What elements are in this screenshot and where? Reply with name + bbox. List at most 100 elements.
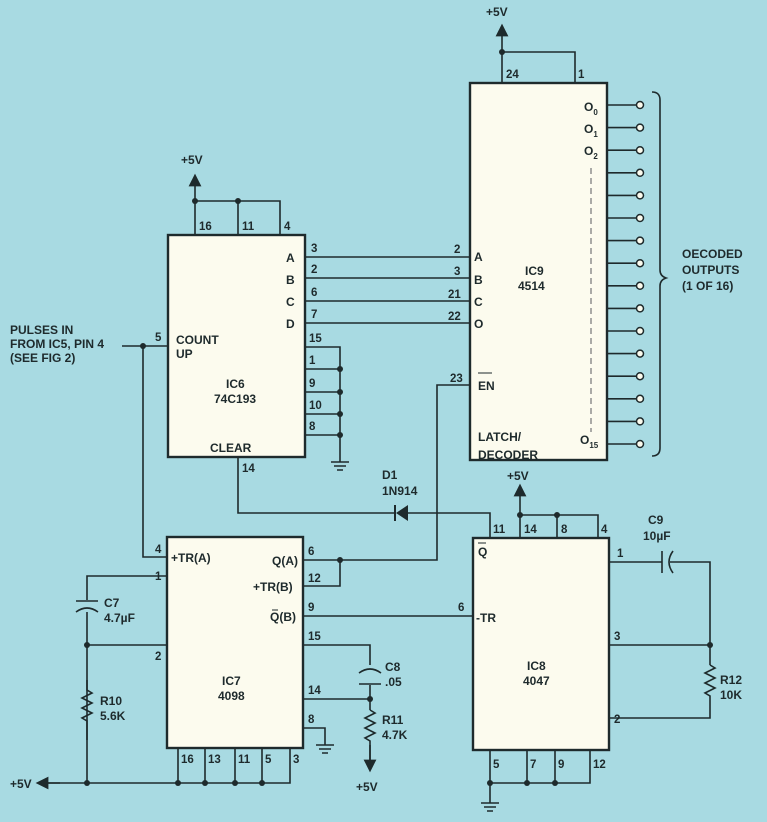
ic7-4098: +TR(A) 4 1 2 C7 4.7µF R10 5.6K Q(A) +TR(… — [10, 535, 473, 794]
capacitor-icon — [75, 600, 99, 613]
pin-label: 15 — [309, 333, 322, 345]
terminal-icon — [635, 100, 645, 110]
count-label: UP — [176, 347, 193, 361]
supply-label: +5V — [181, 153, 203, 167]
supply-label: +5V — [486, 5, 508, 19]
input-label: PULSES IN — [10, 323, 73, 337]
ic7-body — [165, 535, 305, 750]
pin-function: Q(A) — [272, 554, 298, 568]
pin-label: 8 — [561, 524, 568, 536]
pin-label: 13 — [208, 754, 221, 766]
clear-label: CLEAR — [210, 441, 252, 455]
ic8-4047: +5V 11 14 8 4 Q -TR 6 IC8 4047 1 3 2 C9 … — [458, 469, 742, 812]
component-value: 1N914 — [382, 484, 418, 498]
pin-label: 8 — [309, 421, 316, 433]
output-terminal — [607, 439, 645, 449]
c8-capacitor: C8 .05 — [358, 660, 402, 689]
terminal-icon — [635, 213, 645, 223]
output-terminal — [607, 145, 645, 155]
supply-label: +5V — [507, 469, 529, 483]
pin-label: 16 — [181, 754, 194, 766]
ic-function: DECODER — [478, 448, 538, 462]
output-terminal — [607, 417, 645, 426]
output-terminal — [607, 349, 645, 358]
pin-label: 4 — [284, 221, 291, 233]
ic-function: LATCH/ — [478, 430, 522, 444]
pin-label: 6 — [458, 602, 464, 614]
output-terminal — [607, 123, 645, 132]
terminal-icon — [635, 236, 645, 245]
ic9-body — [468, 81, 609, 462]
pin-label: 9 — [308, 602, 314, 614]
output-label-o0: O0 — [584, 100, 598, 117]
pin-label: 21 — [448, 289, 461, 301]
supply-label: +5V — [356, 780, 378, 794]
input-label: FROM IC5, PIN 4 — [10, 337, 104, 351]
output-terminal — [607, 258, 645, 268]
count-label: COUNT — [176, 333, 219, 347]
resistor-icon — [363, 709, 377, 745]
output-label: C — [286, 295, 295, 309]
c7-capacitor: C7 4.7µF — [75, 596, 135, 625]
input-label: A — [474, 250, 483, 264]
pin-label: 7 — [311, 309, 317, 321]
resistor-icon — [703, 664, 717, 705]
output-terminal — [607, 100, 645, 110]
output-terminal — [607, 326, 645, 336]
ic-name: IC7 — [222, 674, 241, 688]
ic9-4514: +5V 24 1 IC9 4514 LATCH/ DECODER O0 O1 O… — [448, 5, 743, 462]
terminal-icon — [635, 394, 645, 404]
output-terminal — [607, 236, 645, 245]
terminal-icon — [635, 371, 645, 381]
pin-label: 9 — [558, 759, 564, 771]
pin-label: 1 — [578, 69, 585, 81]
component-value: .05 — [385, 675, 402, 689]
component-name: D1 — [382, 468, 398, 482]
output-label: A — [286, 251, 295, 265]
input-label: C — [474, 295, 483, 309]
terminal-icon — [635, 123, 645, 132]
pin-label: 11 — [242, 221, 255, 233]
ic6-body — [166, 233, 307, 459]
pin-function: +TR(A) — [171, 551, 211, 565]
pin-label: 14 — [242, 463, 255, 475]
output-terminal — [607, 304, 645, 313]
pin-label: 4 — [601, 524, 608, 536]
ground-icon — [481, 802, 499, 812]
ic-part: 4514 — [518, 279, 545, 293]
pin-label: 6 — [311, 287, 317, 299]
capacitor-icon — [358, 668, 382, 685]
terminal-icon — [635, 145, 645, 155]
terminal-icon — [635, 304, 645, 313]
pin-function: Q — [478, 545, 487, 559]
outputs-label: OECODED — [682, 247, 743, 261]
ic-name: IC6 — [226, 377, 245, 391]
component-name: C9 — [648, 513, 664, 527]
pin-label: 9 — [309, 378, 315, 390]
pin-label: 23 — [450, 373, 463, 385]
ground-icon — [331, 461, 349, 471]
output-terminal — [607, 191, 645, 200]
component-name: R10 — [100, 694, 122, 708]
pin-label: 6 — [308, 546, 314, 558]
terminal-icon — [635, 281, 645, 291]
output-terminal — [607, 281, 645, 291]
output-terminal — [607, 371, 645, 381]
pin-label: 12 — [308, 573, 321, 585]
terminal-icon — [635, 191, 645, 200]
input-label: (SEE FIG 2) — [10, 351, 75, 365]
ic-part: 4098 — [218, 689, 245, 703]
ic6-74c193: +5V 16 11 4 A B C D 3 2 6 7 15 1 9 10 8 … — [155, 153, 470, 475]
pin-label: 1 — [309, 355, 316, 367]
pin-label: 5 — [493, 759, 500, 771]
terminal-icon — [635, 439, 645, 449]
pin-label: 2 — [311, 264, 317, 276]
pin-function: -TR — [476, 611, 496, 625]
pin-label: 14 — [524, 524, 537, 536]
pin-label: 3 — [293, 754, 299, 766]
pin-label: 11 — [238, 754, 251, 766]
pin-label: 15 — [308, 631, 321, 643]
pin-label: 2 — [454, 244, 460, 256]
component-value: 10K — [720, 688, 742, 702]
supply-label: +5V — [10, 777, 32, 791]
